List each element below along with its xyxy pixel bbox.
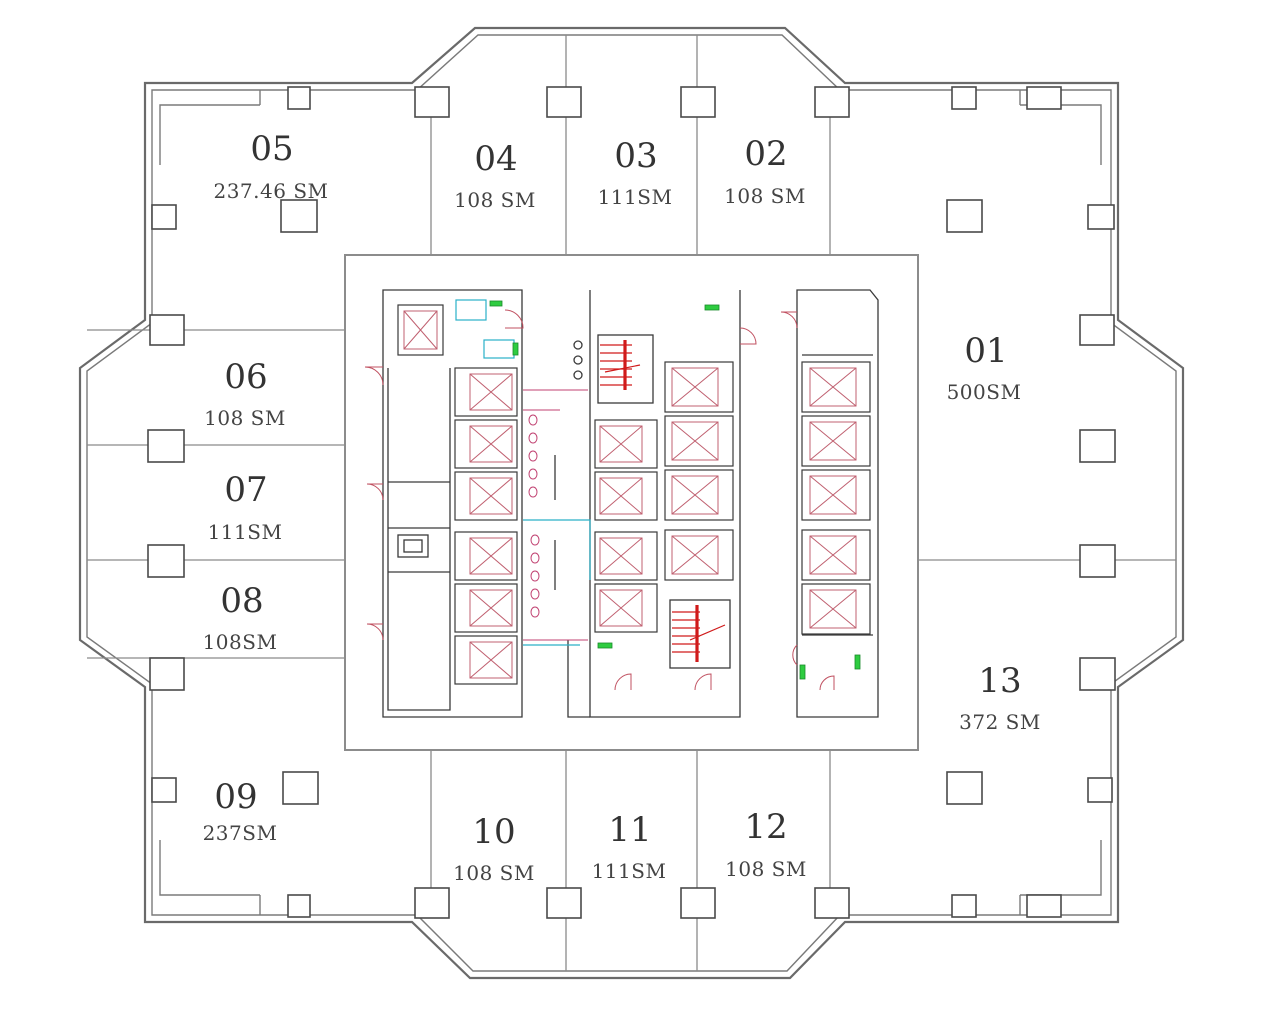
unit-area: 108 SM xyxy=(204,406,286,430)
stair-north xyxy=(597,334,654,404)
stair-south xyxy=(669,599,731,669)
unit-02: 02 108 SM xyxy=(724,134,806,208)
unit-area: 500SM xyxy=(947,380,1022,404)
unit-area: 111SM xyxy=(598,185,673,209)
unit-area: 237SM xyxy=(203,821,278,845)
unit-number: 13 xyxy=(978,661,1021,701)
core-doors xyxy=(364,309,835,691)
unit-area: 108 SM xyxy=(453,861,535,885)
unit-number: 05 xyxy=(250,129,293,169)
unit-number: 09 xyxy=(214,777,257,817)
building-core xyxy=(344,254,919,751)
unit-07: 07 111SM xyxy=(208,470,283,544)
unit-number: 12 xyxy=(744,807,787,847)
unit-partitions xyxy=(87,35,1176,971)
unit-number: 01 xyxy=(964,331,1007,371)
unit-area: 111SM xyxy=(592,859,667,883)
unit-labels: 01 500SM 02 108 SM 03 111SM 04 108 SM 05… xyxy=(203,129,1041,885)
unit-number: 10 xyxy=(472,812,515,852)
unit-area: 372 SM xyxy=(959,710,1041,734)
unit-area: 108 SM xyxy=(724,184,806,208)
unit-12: 12 108 SM xyxy=(725,807,807,881)
outer-wall xyxy=(78,26,1185,980)
unit-number: 02 xyxy=(744,134,787,174)
unit-number: 07 xyxy=(224,470,267,510)
unit-number: 11 xyxy=(608,810,651,850)
unit-area: 108SM xyxy=(203,630,278,654)
unit-number: 03 xyxy=(614,136,657,176)
unit-01: 01 500SM xyxy=(947,331,1022,404)
unit-number: 06 xyxy=(224,357,267,397)
structural-columns xyxy=(147,86,1116,919)
unit-10: 10 108 SM xyxy=(453,812,535,885)
restrooms xyxy=(523,340,588,641)
unit-06: 06 108 SM xyxy=(204,357,286,430)
unit-number: 04 xyxy=(474,139,517,179)
unit-09: 09 237SM xyxy=(203,777,278,845)
unit-05: 05 237.46 SM xyxy=(213,129,328,203)
unit-area: 108 SM xyxy=(725,857,807,881)
unit-08: 08 108SM xyxy=(203,581,278,654)
unit-area: 108 SM xyxy=(454,188,536,212)
unit-number: 08 xyxy=(220,581,263,621)
unit-area: 237.46 SM xyxy=(213,179,328,203)
unit-03: 03 111SM xyxy=(598,136,673,209)
service-accents xyxy=(455,299,861,680)
unit-11: 11 111SM xyxy=(592,810,667,883)
lift-bank xyxy=(454,361,871,685)
unit-area: 111SM xyxy=(208,520,283,544)
unit-13: 13 372 SM xyxy=(959,661,1041,734)
unit-04: 04 108 SM xyxy=(454,139,536,212)
